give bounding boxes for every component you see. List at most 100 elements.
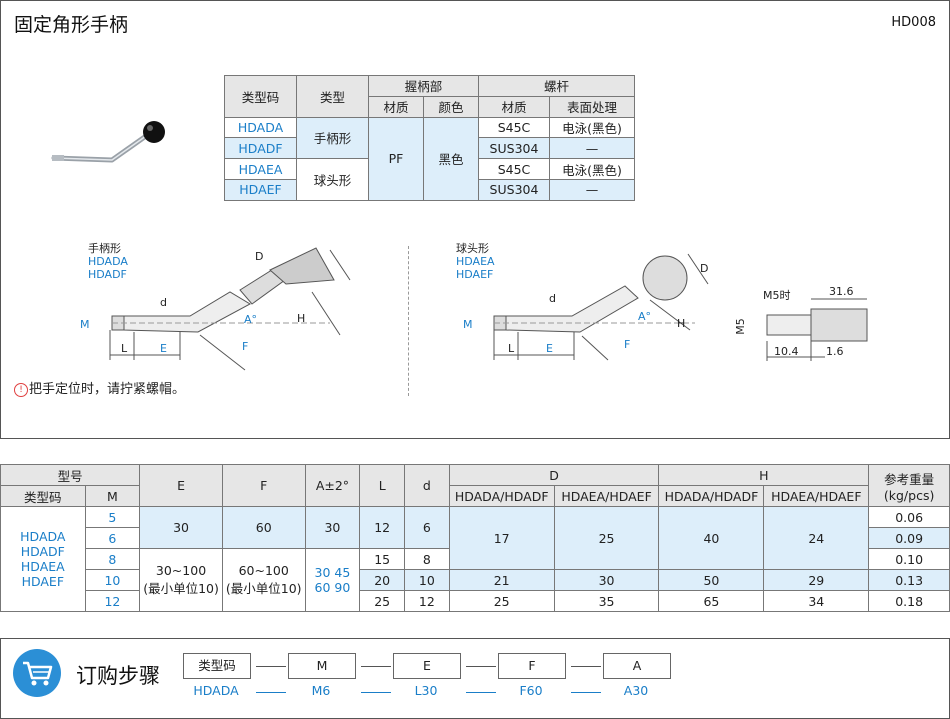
order-title: 订购步骤 <box>76 664 160 688</box>
drawing1-code: HDADA <box>88 255 128 268</box>
D2-cell: 35 <box>553 590 660 612</box>
order-box: M <box>288 653 356 679</box>
e-range: 30~100 <box>155 563 207 578</box>
type-code: HDADA <box>20 529 66 544</box>
m-cell: 10 <box>84 569 141 591</box>
th-d: D <box>448 464 660 486</box>
order-box: E <box>393 653 461 679</box>
f-cell: 60 <box>221 506 306 549</box>
a-range2: 60 90 <box>314 580 351 595</box>
l-cell: 25 <box>359 590 406 612</box>
type-code: HDAEF <box>21 574 65 589</box>
drawing1-labels: 手柄形 HDADA HDADF <box>88 242 128 281</box>
drawing2-code: HDAEF <box>456 268 494 281</box>
screw-material-cell: SUS304 <box>478 178 550 201</box>
ball-drawing <box>493 253 709 361</box>
H1-cell: 50 <box>658 569 765 591</box>
dim-L: L <box>508 342 515 355</box>
order-box: 类型码 <box>183 653 251 679</box>
dim-E: E <box>160 342 167 355</box>
dim-M: M <box>463 318 473 331</box>
H2-cell: 34 <box>763 590 870 612</box>
type-code-cell: HDAEF <box>224 178 297 201</box>
type-code-cell: HDADA <box>224 116 297 139</box>
a-range: 30 45 <box>314 565 351 580</box>
type-cell: 球头形 <box>296 158 369 201</box>
drawing2-labels: 球头形 HDAEA HDAEF <box>456 242 495 281</box>
screw-material-cell: S45C <box>478 116 550 139</box>
d-cell: 12 <box>404 590 450 612</box>
e-unit: (最小单位10) <box>143 581 219 596</box>
grip-color-cell: 黑色 <box>423 116 479 201</box>
l-cell: 20 <box>359 569 406 591</box>
weight-cell: 0.09 <box>868 527 950 549</box>
order-value-dash <box>256 692 286 693</box>
spec-table: 类型码 类型 握柄部 螺杆 材质 颜色 材质 表面处理 HDADA 手柄形 PF… <box>224 75 635 201</box>
l-cell: 15 <box>359 548 406 570</box>
m5-len3: 1.6 <box>826 345 844 358</box>
th-e: E <box>139 464 223 507</box>
th-a: A±2° <box>304 464 361 507</box>
th-type-code: 类型码 <box>0 485 86 507</box>
section-divider <box>408 246 409 396</box>
th-d-sub1: HDADA/HDADF <box>448 485 555 507</box>
dimension-table: 型号 E F A±2° L d D H 参考重量(kg/pcs) 类型码 M H… <box>0 464 950 612</box>
drawing2-title: 球头形 <box>456 242 489 255</box>
m-cell: 12 <box>84 590 141 612</box>
order-box: A <box>603 653 671 679</box>
m-cell: 6 <box>84 527 141 549</box>
th-weight: 参考重量(kg/pcs) <box>868 464 950 507</box>
th-d-small: d <box>404 464 450 507</box>
dim-D: D <box>700 262 709 275</box>
th-material: 材质 <box>368 95 424 118</box>
surface-cell: 电泳(黑色) <box>549 158 635 180</box>
grip-material-cell: PF <box>368 116 424 201</box>
order-value: M6 <box>311 683 331 698</box>
weight-cell: 0.13 <box>868 569 950 591</box>
m-cell: 5 <box>84 506 141 528</box>
handle-rod <box>51 133 149 163</box>
weight-cell: 0.18 <box>868 590 950 612</box>
dim-E: E <box>546 342 553 355</box>
f-range-cell: 60~100(最小单位10) <box>221 548 306 612</box>
dim-D: D <box>255 250 264 263</box>
D1-cell: 25 <box>448 590 555 612</box>
e-range-cell: 30~100 (最小单位10) <box>139 548 223 612</box>
m5-len1: 31.6 <box>829 285 854 298</box>
order-dash <box>256 666 286 667</box>
th-color: 颜色 <box>423 95 479 118</box>
type-code-cell: HDAEA <box>224 158 297 180</box>
dim-A: A° <box>244 313 258 326</box>
surface-cell: — <box>549 178 635 201</box>
dim-d: d <box>160 296 167 309</box>
type-code: HDADF <box>20 544 65 559</box>
order-value-dash <box>571 692 601 693</box>
drawing1-title: 手柄形 <box>88 242 121 255</box>
order-value: L30 <box>414 683 438 698</box>
d-cell: 10 <box>404 569 450 591</box>
weight-label: 参考重量 <box>884 471 935 487</box>
page-title: 固定角形手柄 <box>14 14 129 36</box>
surface-cell: 电泳(黑色) <box>549 116 635 139</box>
m5-drawing <box>766 298 868 361</box>
d-cell: 6 <box>404 506 450 549</box>
order-box: F <box>498 653 566 679</box>
lever-drawing <box>109 247 351 371</box>
f-unit: (最小单位10) <box>225 581 302 596</box>
note: !把手定位时，请拧紧螺帽。 <box>14 378 185 397</box>
dim-H: H <box>677 317 686 330</box>
dim-d: d <box>549 292 556 305</box>
type-code: HDAEA <box>20 559 65 574</box>
type-cell: 手柄形 <box>296 116 369 160</box>
H2-cell: 24 <box>763 506 870 570</box>
dim-M: M <box>80 318 90 331</box>
D2-cell: 25 <box>553 506 660 570</box>
drawing2-code: HDAEA <box>456 255 495 268</box>
d-cell: 8 <box>404 548 450 570</box>
th-grip: 握柄部 <box>368 75 479 97</box>
m5-len2: 10.4 <box>774 345 799 358</box>
dim-H: H <box>297 312 306 325</box>
cart-icon <box>13 649 61 697</box>
m-cell: 8 <box>84 548 141 570</box>
